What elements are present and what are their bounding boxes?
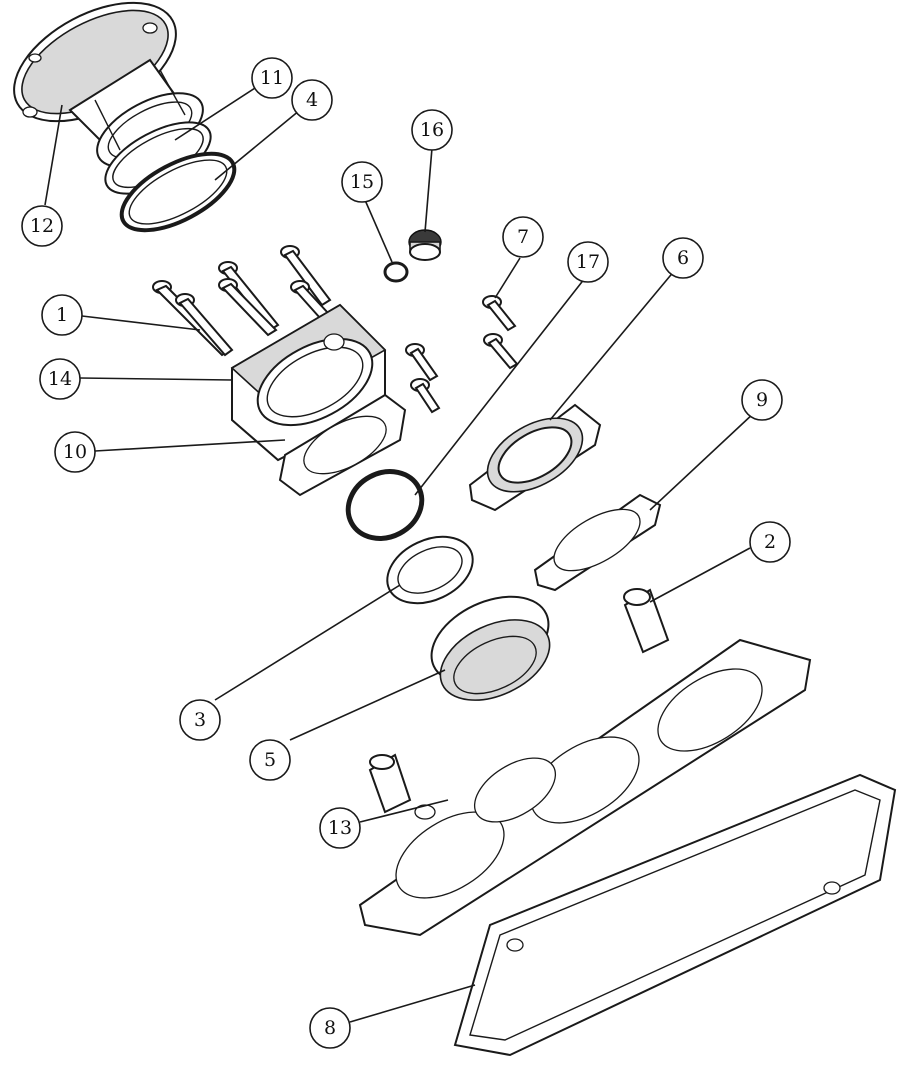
callout-13: 13 xyxy=(319,807,361,849)
callout-14: 14 xyxy=(39,358,81,400)
callout-4: 4 xyxy=(291,79,333,121)
callout-label-16: 16 xyxy=(420,119,444,141)
callout-7: 7 xyxy=(502,216,544,258)
callout-label-12: 12 xyxy=(30,215,54,237)
callout-9: 9 xyxy=(741,379,783,421)
callout-label-2: 2 xyxy=(764,531,776,553)
callout-6: 6 xyxy=(662,237,704,279)
callout-label-5: 5 xyxy=(264,749,276,771)
callout-label-9: 9 xyxy=(756,389,768,411)
callout-label-10: 10 xyxy=(63,441,87,463)
callout-10: 10 xyxy=(54,431,96,473)
part-dowel-pin xyxy=(623,588,670,654)
part-piston-ring xyxy=(345,469,425,541)
part-connecting-ring xyxy=(386,535,474,605)
callouts: 1 2 3 4 5 6 7 8 9 10 11 12 13 14 15 16 1… xyxy=(21,57,791,1049)
part-small-ring xyxy=(383,261,409,283)
leader-lines xyxy=(44,87,756,1023)
part-valve-gasket xyxy=(533,493,662,592)
callout-8: 8 xyxy=(309,1007,351,1049)
part-bolts-short xyxy=(405,295,519,414)
part-plug xyxy=(408,229,442,261)
part-bolts-upper xyxy=(152,245,332,357)
callout-label-7: 7 xyxy=(517,226,529,248)
callout-label-15: 15 xyxy=(350,171,374,193)
callout-label-13: 13 xyxy=(328,817,352,839)
callout-3: 3 xyxy=(179,699,221,741)
part-head-gasket xyxy=(278,393,407,497)
part-piston xyxy=(430,595,551,701)
callout-17: 17 xyxy=(567,241,609,283)
callout-12: 12 xyxy=(21,205,63,247)
callout-label-4: 4 xyxy=(306,89,318,111)
callout-1: 1 xyxy=(41,294,83,336)
callout-label-1: 1 xyxy=(56,304,68,326)
part-valve-plate xyxy=(468,403,602,512)
callout-16: 16 xyxy=(411,109,453,151)
callout-11: 11 xyxy=(251,57,293,99)
callout-15: 15 xyxy=(341,161,383,203)
part-crankcase xyxy=(358,638,812,937)
callout-label-3: 3 xyxy=(194,709,206,731)
part-base-gasket xyxy=(453,773,897,1057)
callout-label-14: 14 xyxy=(48,368,72,390)
callout-5: 5 xyxy=(249,739,291,781)
part-o-ring xyxy=(119,151,237,233)
callout-2: 2 xyxy=(749,521,791,563)
callout-label-8: 8 xyxy=(324,1017,336,1039)
part-flange-housing xyxy=(13,1,204,168)
callout-label-6: 6 xyxy=(677,247,689,269)
callout-label-17: 17 xyxy=(576,251,600,273)
callout-label-11: 11 xyxy=(260,67,284,89)
